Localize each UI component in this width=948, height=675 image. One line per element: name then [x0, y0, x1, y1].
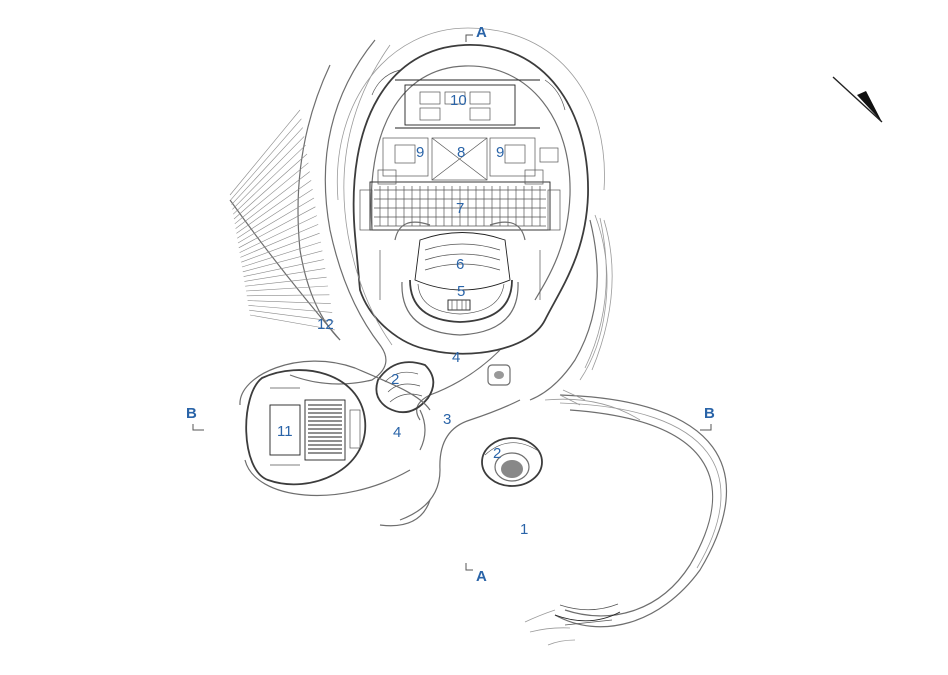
roof-hatch-line	[243, 259, 324, 277]
label-5: 5	[457, 283, 465, 300]
roof-hatch-line	[246, 294, 330, 297]
label-7: 7	[456, 200, 464, 217]
roof-hatch-line	[248, 305, 333, 313]
roof-hatch-line	[238, 206, 316, 249]
label-2-upper: 2	[391, 371, 399, 388]
section-letter-b-left: B	[186, 405, 197, 422]
roof-hatch-line	[229, 109, 301, 196]
label-9-left: 9	[416, 144, 424, 161]
roof-hatch-line	[237, 197, 315, 244]
roof-hatch-line	[231, 127, 304, 205]
section-marker-b-left: B	[186, 405, 204, 431]
roof-hatch-line	[247, 300, 331, 304]
label-12: 12	[317, 316, 334, 333]
right-roof-curves	[559, 214, 613, 406]
label-4-lower: 4	[393, 424, 401, 441]
hall-side-rooms	[359, 69, 566, 231]
roof-hatch-line	[240, 224, 319, 258]
roof-fan-hatch	[229, 64, 341, 341]
room-labels: 10 9 8 9 7 6 5 12 4 2 3 4 11 2 1	[277, 92, 528, 538]
roof-hatch-line	[249, 309, 334, 322]
section-letter-a-bottom: A	[476, 568, 487, 585]
roof-hatch-line	[245, 285, 329, 292]
stage-area	[369, 181, 551, 231]
section-letter-a-top: A	[476, 24, 487, 41]
roof-hatch-line	[249, 314, 336, 331]
roof-hatch-line	[230, 118, 302, 200]
section-marker-a-top: A	[465, 24, 487, 42]
foyer-pod-lower	[481, 437, 543, 487]
label-4-upper: 4	[452, 349, 460, 366]
roof-hatch-line	[232, 144, 306, 215]
auditorium	[379, 221, 541, 336]
small-kiosk	[487, 364, 511, 386]
backstage-rooms	[382, 79, 559, 181]
roof-hatch-line	[234, 162, 309, 225]
roof-hatch-line	[236, 180, 312, 234]
roof-hatch-line	[239, 215, 317, 253]
label-11: 11	[277, 423, 293, 440]
label-6: 6	[456, 256, 464, 273]
label-1: 1	[520, 521, 528, 538]
label-3: 3	[443, 411, 451, 428]
foyer-pod-upper	[375, 361, 435, 414]
roof-hatch-line	[241, 241, 322, 268]
lobby-outline	[379, 394, 727, 646]
label-8: 8	[457, 144, 465, 161]
small-theatre	[239, 360, 431, 496]
section-letter-b-right: B	[704, 405, 715, 422]
section-marker-a-bottom: A	[465, 563, 487, 585]
roof-hatch-line	[242, 250, 323, 273]
roof-hatch-line	[233, 153, 308, 220]
roof-hatch-line	[232, 136, 305, 210]
roof-hatch-line	[235, 171, 310, 229]
label-2-lower: 2	[493, 445, 501, 462]
north-arrow-icon	[832, 76, 883, 123]
roof-hatch-line	[244, 268, 326, 282]
label-10: 10	[450, 92, 467, 109]
roof-hatch-line	[237, 188, 313, 239]
roof-hatch-line	[241, 232, 320, 263]
section-marker-b-right: B	[700, 405, 715, 431]
roof-hatch-line	[245, 276, 327, 287]
label-9-right: 9	[496, 144, 504, 161]
main-hall-outline	[336, 27, 605, 355]
